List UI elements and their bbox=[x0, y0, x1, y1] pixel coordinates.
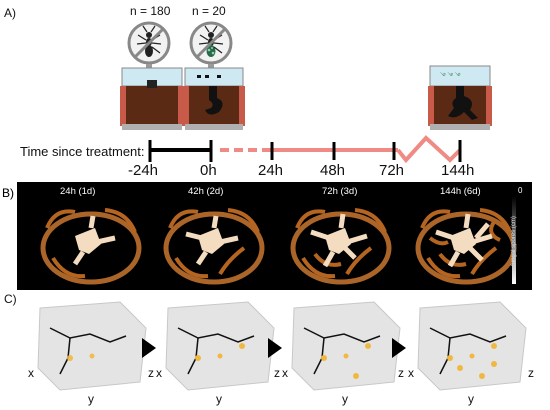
axis-z-label-4: z bbox=[528, 366, 534, 380]
axis-y-label-4: y bbox=[468, 392, 474, 406]
axis-y-label-1: y bbox=[88, 392, 94, 406]
tick-label-24h: 24h bbox=[258, 162, 284, 179]
nest-container-pre bbox=[120, 67, 184, 130]
scan-label-24h: 24h (1d) bbox=[60, 186, 96, 197]
network-graph-24h bbox=[37, 301, 147, 391]
axis-x-label-2: x bbox=[156, 366, 162, 380]
axis-z-label-2: z bbox=[274, 366, 280, 380]
axis-y-label-3: y bbox=[342, 392, 348, 406]
scan-label-72h: 72h (3d) bbox=[322, 186, 358, 197]
axis-y-label-2: y bbox=[216, 392, 222, 406]
arrow-right-icon bbox=[268, 338, 282, 358]
scan-label-144h: 144h (6d) bbox=[440, 186, 481, 197]
network-graph-42h bbox=[165, 301, 275, 391]
tick-label-0h: 0h bbox=[200, 162, 217, 179]
tick-label-72h: 72h bbox=[379, 162, 405, 179]
group-count-infected: n = 20 bbox=[192, 4, 226, 18]
scale-bar bbox=[512, 196, 516, 284]
ct-scan-144h bbox=[415, 208, 517, 285]
axis-x-label-4: x bbox=[408, 366, 414, 380]
panel-a-label: A) bbox=[4, 6, 16, 20]
arrow-right-icon bbox=[392, 338, 406, 358]
network-graph-144h bbox=[417, 301, 527, 391]
infected-ant-icon bbox=[189, 21, 233, 65]
timeline bbox=[148, 135, 462, 164]
panel-c-label: C) bbox=[4, 292, 17, 306]
svg-text:࿓ ࿓ ࿓: ࿓ ࿓ ࿓ bbox=[440, 72, 461, 79]
ct-scan-72h bbox=[290, 208, 392, 285]
scan-label-42h: 42h (2d) bbox=[188, 186, 224, 197]
timeline-label: Time since treatment: bbox=[20, 144, 145, 159]
network-graph-72h bbox=[291, 301, 401, 391]
axis-x-label-3: x bbox=[282, 366, 288, 380]
ant-icon bbox=[127, 21, 171, 65]
scale-text: fungal spores (cm) bbox=[511, 216, 517, 266]
arrow-right-icon bbox=[142, 338, 156, 358]
tick-label-minus24h: -24h bbox=[128, 162, 159, 179]
ct-scan-24h bbox=[40, 208, 142, 285]
tick-label-48h: 48h bbox=[320, 162, 346, 179]
axis-z-label-3: z bbox=[398, 366, 404, 380]
tick-label-144h: 144h bbox=[441, 162, 475, 179]
axis-x-label-1: x bbox=[28, 366, 34, 380]
group-count-exposed: n = 180 bbox=[130, 4, 171, 18]
ct-scan-42h bbox=[163, 208, 265, 285]
axis-z-label-1: z bbox=[148, 366, 154, 380]
scale-top-label: 0 bbox=[518, 186, 523, 195]
nest-container-end: ࿓ ࿓ ࿓ bbox=[428, 65, 492, 130]
nest-container-start bbox=[183, 67, 245, 130]
panel-b-label: B) bbox=[2, 186, 14, 200]
